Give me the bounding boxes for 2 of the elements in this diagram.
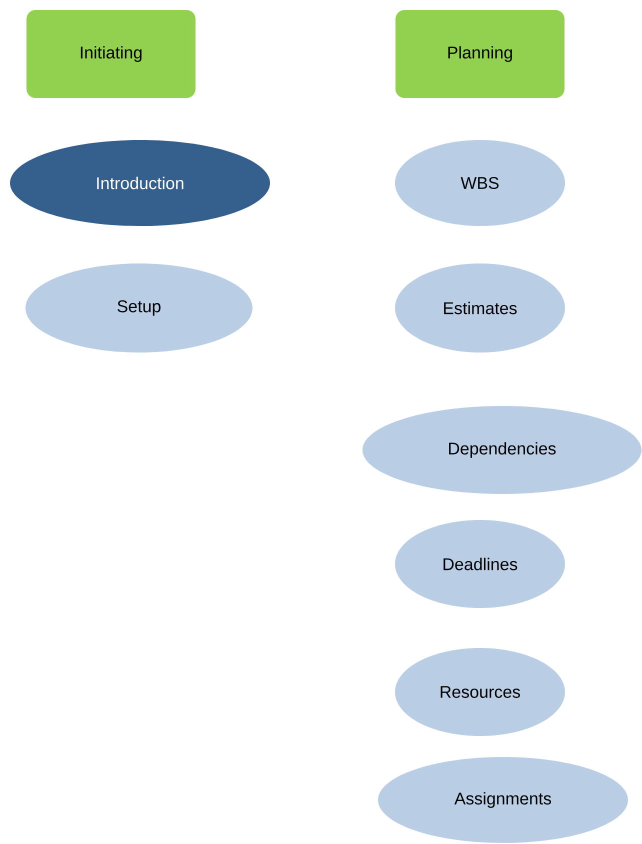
phase-box: Planning [396, 10, 564, 98]
phase-box: Initiating [26, 10, 196, 98]
